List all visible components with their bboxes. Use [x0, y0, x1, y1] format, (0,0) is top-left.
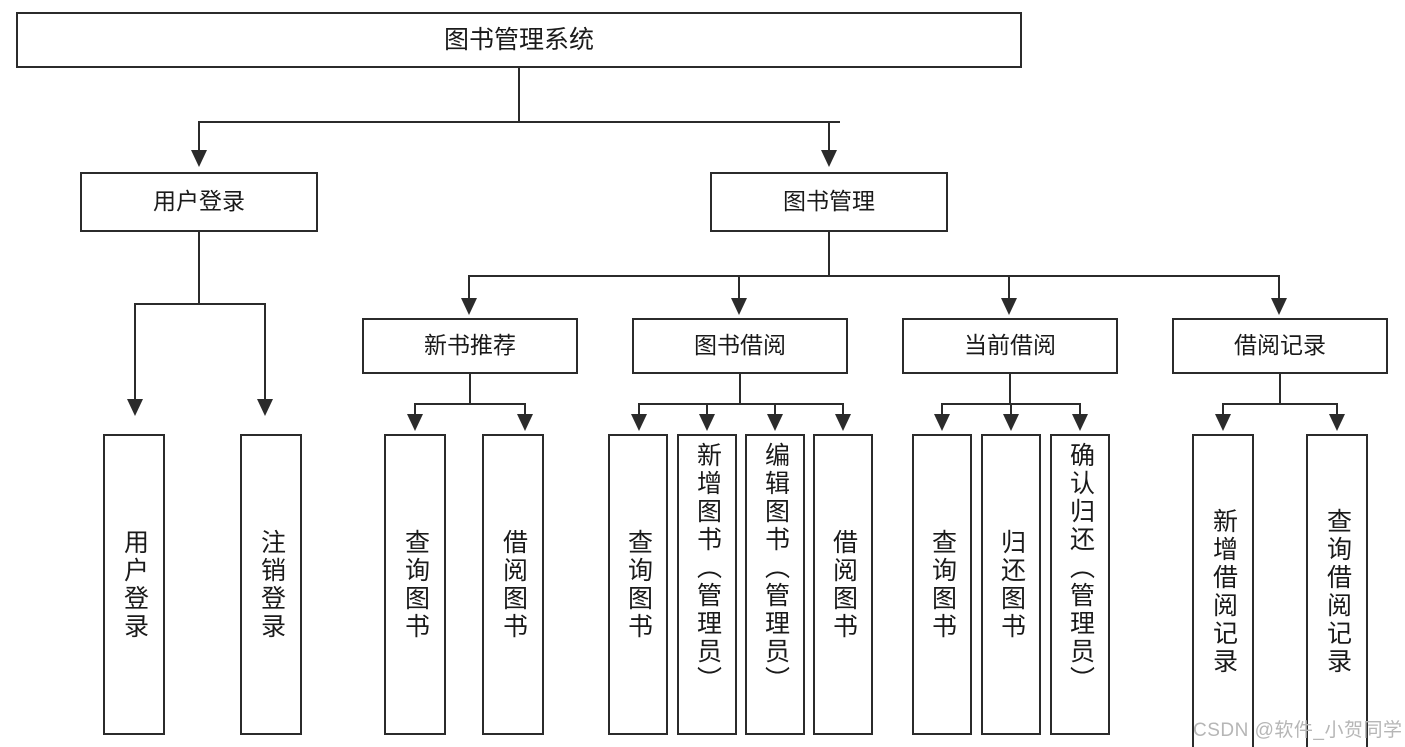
- leaf-add-borrow-record: 新增借阅记录: [1192, 434, 1254, 747]
- arrowhead-current-borrow-leaf-3: [1072, 414, 1088, 431]
- connector-user-login-stem: [198, 232, 200, 303]
- node-label: 图书管理系统: [443, 26, 594, 54]
- connector-new-book-leaf-1: [414, 403, 416, 421]
- connector-new-book-bus: [414, 403, 526, 405]
- connector-current-borrow-leaf-3: [1079, 403, 1081, 421]
- leaf-query-book-borrow: 查询图书: [608, 434, 668, 735]
- arrowhead-book-borrow-leaf-3: [767, 414, 783, 431]
- node-borrow-record: 借阅记录: [1172, 318, 1388, 374]
- connector-book-borrow-leaf-1: [638, 403, 640, 421]
- connector-book-borrow-bus: [638, 403, 842, 405]
- leaf-query-book-current: 查询图书: [912, 434, 972, 735]
- node-book-borrow: 图书借阅: [632, 318, 848, 374]
- leaf-label: 确认归还（管理员）: [1066, 442, 1095, 694]
- arrowhead-book-borrow-leaf-2: [699, 414, 715, 431]
- connector-user-login-to-leaf-1: [134, 303, 136, 403]
- arrowhead-bm-current-borrow: [1001, 298, 1017, 315]
- arrowhead-current-borrow-leaf-2: [1003, 414, 1019, 431]
- leaf-label: 查询借阅记录: [1323, 507, 1352, 676]
- leaf-label: 新增借阅记录: [1209, 507, 1238, 676]
- connector-borrow-record-stem: [1279, 374, 1281, 403]
- arrowhead-borrow-record-leaf-2: [1329, 414, 1345, 431]
- connector-borrow-record-bus: [1222, 403, 1338, 405]
- connector-root-stem: [518, 68, 520, 121]
- arrowhead-user-login-leaf-1: [127, 399, 143, 416]
- node-new-book-recommend: 新书推荐: [362, 318, 578, 374]
- leaf-query-book-recommend: 查询图书: [384, 434, 446, 735]
- connector-root-to-user-login: [198, 121, 200, 154]
- node-current-borrow: 当前借阅: [902, 318, 1118, 374]
- leaf-confirm-return-admin: 确认归还（管理员）: [1050, 434, 1110, 735]
- connector-current-borrow-stem: [1009, 374, 1011, 403]
- connector-book-borrow-leaf-2: [706, 403, 708, 421]
- node-label: 图书借阅: [694, 332, 786, 359]
- arrowhead-bm-book-borrow: [731, 298, 747, 315]
- node-label: 借阅记录: [1234, 332, 1326, 359]
- connector-root-bus: [198, 121, 840, 123]
- node-label: 新书推荐: [424, 332, 516, 359]
- connector-bm-to-new-book: [468, 275, 470, 302]
- leaf-label: 注销登录: [257, 528, 286, 641]
- node-label: 用户登录: [153, 188, 245, 215]
- connector-user-login-bus: [134, 303, 266, 305]
- node-user-login: 用户登录: [80, 172, 318, 232]
- leaf-borrow-book: 借阅图书: [813, 434, 873, 735]
- leaf-borrow-book-recommend: 借阅图书: [482, 434, 544, 735]
- leaf-logout-login: 注销登录: [240, 434, 302, 735]
- leaf-label: 借阅图书: [829, 528, 858, 641]
- connector-bm-to-book-borrow: [738, 275, 740, 302]
- connector-book-manage-bus: [468, 275, 1280, 277]
- connector-root-to-book-manage: [828, 121, 830, 154]
- connector-book-borrow-leaf-3: [774, 403, 776, 421]
- leaf-return-book: 归还图书: [981, 434, 1041, 735]
- leaf-user-login: 用户登录: [103, 434, 165, 735]
- arrowhead-root-to-user-login: [191, 150, 207, 167]
- leaf-edit-book-admin: 编辑图书（管理员）: [745, 434, 805, 735]
- connector-borrow-record-leaf-2: [1336, 403, 1338, 421]
- arrowhead-borrow-record-leaf-1: [1215, 414, 1231, 431]
- connector-current-borrow-leaf-2: [1010, 403, 1012, 421]
- leaf-label: 借阅图书: [499, 528, 528, 641]
- arrowhead-user-login-leaf-2: [257, 399, 273, 416]
- leaf-label: 查询图书: [401, 528, 430, 641]
- leaf-label: 用户登录: [120, 528, 149, 641]
- leaf-label: 查询图书: [928, 528, 957, 641]
- leaf-add-book-admin: 新增图书（管理员）: [677, 434, 737, 735]
- node-label: 当前借阅: [964, 332, 1056, 359]
- leaf-label: 归还图书: [997, 528, 1026, 641]
- connector-book-borrow-leaf-4: [842, 403, 844, 421]
- leaf-query-borrow-record: 查询借阅记录: [1306, 434, 1368, 747]
- connector-user-login-to-leaf-2: [264, 303, 266, 403]
- connector-new-book-stem: [469, 374, 471, 403]
- connector-current-borrow-leaf-1: [941, 403, 943, 421]
- connector-bm-to-current-borrow: [1008, 275, 1010, 302]
- connector-book-manage-stem: [828, 232, 830, 275]
- arrowhead-new-book-leaf-1: [407, 414, 423, 431]
- leaf-label: 查询图书: [624, 528, 653, 641]
- connector-book-borrow-stem: [739, 374, 741, 403]
- node-label: 图书管理: [783, 188, 875, 215]
- arrowhead-book-borrow-leaf-4: [835, 414, 851, 431]
- connector-bm-to-borrow-record: [1278, 275, 1280, 302]
- leaf-label: 新增图书（管理员）: [693, 442, 722, 694]
- arrowhead-root-to-book-manage: [821, 150, 837, 167]
- arrowhead-current-borrow-leaf-1: [934, 414, 950, 431]
- arrowhead-new-book-leaf-2: [517, 414, 533, 431]
- node-root-system: 图书管理系统: [16, 12, 1022, 68]
- arrowhead-book-borrow-leaf-1: [631, 414, 647, 431]
- arrowhead-bm-new-book: [461, 298, 477, 315]
- connector-borrow-record-leaf-1: [1222, 403, 1224, 421]
- arrowhead-bm-borrow-record: [1271, 298, 1287, 315]
- connector-new-book-leaf-2: [524, 403, 526, 421]
- leaf-label: 编辑图书（管理员）: [761, 442, 790, 694]
- node-book-management: 图书管理: [710, 172, 948, 232]
